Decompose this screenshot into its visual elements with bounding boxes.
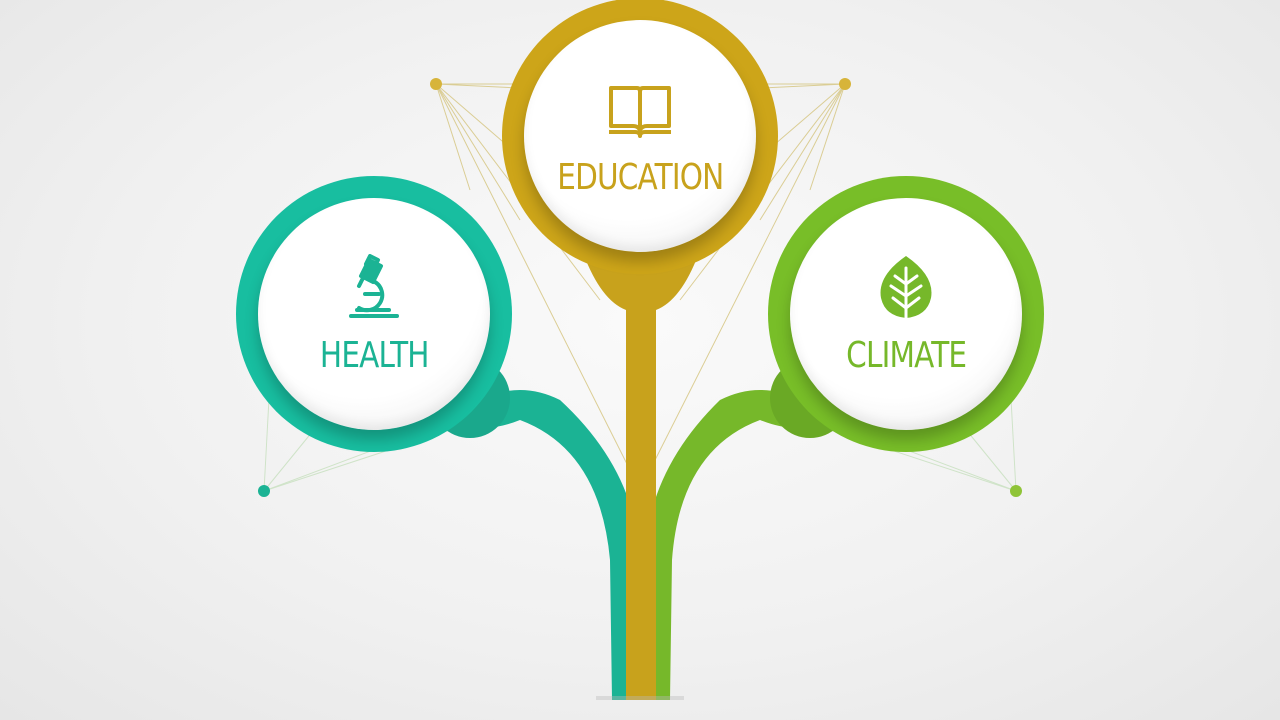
health-label: HEALTH: [319, 335, 430, 376]
climate-label: CLIMATE: [845, 335, 967, 376]
microscope-icon: [339, 254, 409, 324]
open-book-icon: [605, 76, 675, 146]
education-branch: [582, 250, 700, 700]
network-node-dot: [1010, 485, 1022, 497]
climate-node[interactable]: CLIMATE: [790, 198, 1022, 430]
climate-branch: [642, 390, 840, 700]
education-node[interactable]: EDUCATION: [524, 20, 756, 252]
network-node-dot: [258, 485, 270, 497]
leaf-icon: [871, 254, 941, 324]
health-node[interactable]: HEALTH: [258, 198, 490, 430]
trunk-base: [596, 696, 684, 700]
network-node-dot: [430, 78, 442, 90]
education-label: EDUCATION: [556, 157, 724, 198]
health-branch: [440, 390, 640, 700]
network-node-dot: [839, 78, 851, 90]
